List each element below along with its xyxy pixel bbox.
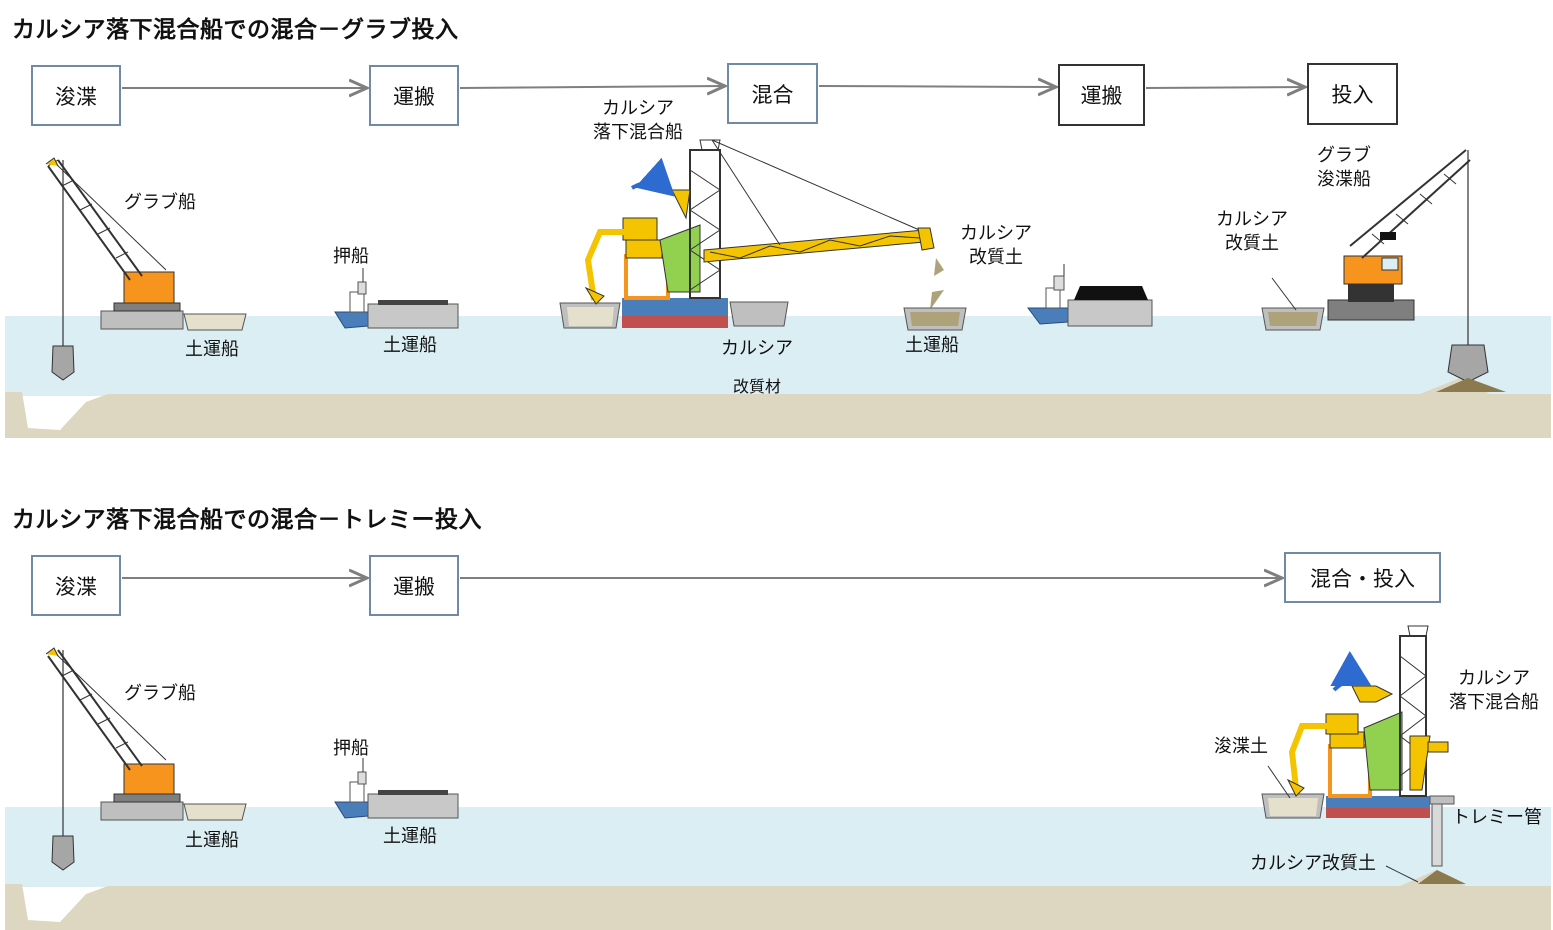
- section1-title: カルシア落下混合船での混合－グラブ投入: [12, 17, 459, 43]
- label-calcia-material: カルシア 改質材: [712, 330, 802, 406]
- label-grab-ship-1: グラブ船: [124, 192, 196, 213]
- flow1-step-dump: 投入: [1307, 63, 1398, 125]
- label-mixer-ship-1-line1: カルシア: [602, 98, 674, 119]
- label-push-boat-2: 押船: [333, 738, 369, 759]
- soil-barge-2: [367, 303, 459, 329]
- label-tremie-pipe: トレミー管: [1452, 807, 1542, 828]
- label-grab-dredger-line1: グラブ: [1317, 145, 1371, 166]
- label-soil-barge-2: 土運船: [383, 335, 437, 356]
- label-grab-ship-2: グラブ船: [124, 683, 196, 704]
- label-grab-dredger: グラブ 浚渫船: [1298, 144, 1390, 192]
- seabed-1: [5, 378, 1551, 438]
- label-soil-barge-3: 土運船: [905, 335, 959, 356]
- soil-barge-2-2: [367, 793, 459, 819]
- soil-barge-2-1: [183, 803, 247, 821]
- flow1-step-dredge: 浚渫: [31, 65, 121, 126]
- grab-ship-1: [45, 157, 184, 381]
- flow1-step-transport: 運搬: [369, 65, 459, 126]
- label-mixer-ship-2-line1: カルシア: [1458, 668, 1530, 689]
- label-soil-barge-2-2: 土運船: [383, 826, 437, 847]
- label-push-boat-1: 押船: [333, 246, 369, 267]
- label-improved-2-line2: 改質土: [1225, 233, 1279, 254]
- label-soil-barge-1: 土運船: [185, 339, 239, 360]
- section2-title: カルシア落下混合船での混合－トレミー投入: [12, 507, 482, 533]
- calcia-mixer-ship-1: [559, 139, 944, 329]
- push-boat-3: [334, 758, 371, 819]
- label-improved-2-line1: カルシア: [1216, 209, 1288, 230]
- label-dredged-soil: 浚渫土: [1214, 736, 1268, 757]
- label-improved-1-line1: カルシア: [960, 223, 1032, 244]
- flow2-step-transport: 運搬: [369, 555, 459, 616]
- grab-ship-2: [45, 647, 184, 871]
- label-grab-dredger-line2: 浚渫船: [1317, 169, 1371, 190]
- flow1-arrows: [122, 86, 1305, 88]
- flow1-step-mix: 混合: [727, 63, 818, 124]
- label-mixer-ship-2: カルシア 落下混合船: [1440, 667, 1548, 715]
- calcia-mixer-ship-2: [1261, 625, 1466, 884]
- section2-scene: [5, 490, 1551, 930]
- label-calcia-line2: 改質材: [732, 377, 781, 396]
- label-soil-barge-2-1: 土運船: [185, 830, 239, 851]
- section1-scene: [5, 0, 1551, 438]
- label-calcia-line1: カルシア: [721, 338, 793, 359]
- flow1-step-transport2: 運搬: [1058, 64, 1145, 126]
- push-boat-2: [1027, 264, 1153, 327]
- label-mixer-ship-1: カルシア 落下混合船: [585, 97, 691, 145]
- flow2-step-dredge: 浚渫: [31, 555, 121, 616]
- label-improved-1-line2: 改質土: [969, 247, 1023, 268]
- label-mixer-ship-1-line2: 落下混合船: [593, 122, 683, 143]
- label-improved-soil-1: カルシア 改質土: [950, 222, 1042, 270]
- label-improved-soil-2: カルシア 改質土: [1206, 208, 1298, 256]
- water-2: [5, 807, 1551, 887]
- soil-barge-1: [183, 313, 247, 331]
- tremie-pipe: [1431, 803, 1443, 867]
- grab-dredger-1: [1327, 149, 1506, 392]
- flow2-step-mix-dump: 混合・投入: [1284, 552, 1441, 603]
- label-calcia-improved-soil: カルシア改質土: [1250, 853, 1376, 874]
- label-mixer-ship-2-line2: 落下混合船: [1449, 692, 1539, 713]
- seabed-2: [5, 870, 1551, 930]
- push-boat-1: [334, 268, 371, 329]
